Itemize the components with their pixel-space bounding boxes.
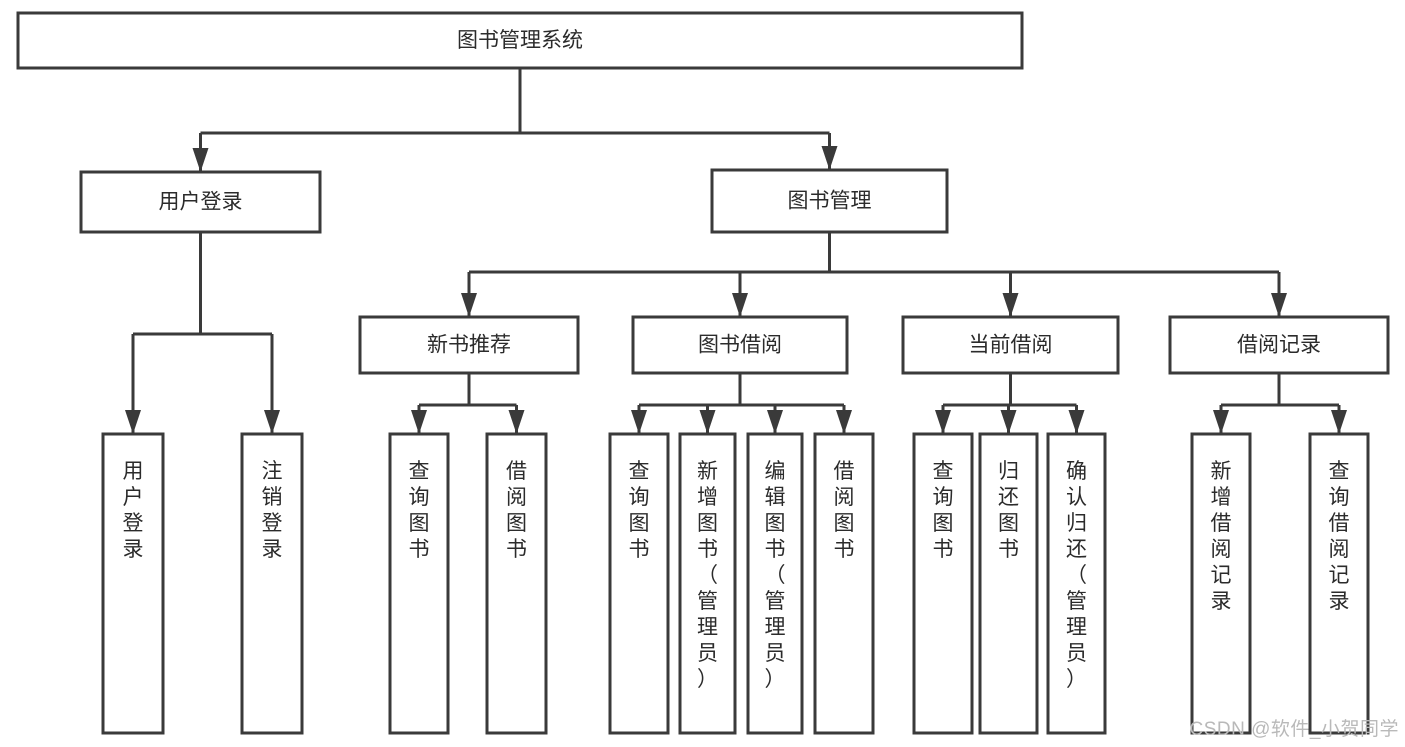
node-leaf-11-label: 新增借阅记录 xyxy=(1211,460,1232,613)
node-leaf-6-label: 编辑图书（管理员） xyxy=(765,460,786,691)
node-leaf-12-rect xyxy=(1308,432,1370,735)
arrow-head-icon xyxy=(508,410,525,434)
arrow-head-icon xyxy=(1002,293,1019,317)
node-leaf-2-label: 查询图书 xyxy=(409,460,430,561)
node-root-system-label: 图书管理系统 xyxy=(457,29,583,52)
arrow-head-icon xyxy=(821,146,838,170)
arrow-head-icon xyxy=(1068,410,1085,434)
arrow-head-icon xyxy=(1000,410,1017,434)
node-leaf-7-label: 借阅图书 xyxy=(834,460,855,561)
node-leaf-0-label: 用户登录 xyxy=(123,460,144,561)
node-layer: 图书管理系统用户登录图书管理新书推荐图书借阅当前借阅借阅记录用户登录注销登录查询… xyxy=(16,11,1390,735)
node-leaf-10-rect xyxy=(1046,432,1107,735)
node-leaf-1-label: 注销登录 xyxy=(262,460,283,561)
node-leaf-6-rect xyxy=(746,432,804,735)
node-leaf-3-label: 借阅图书 xyxy=(506,460,527,561)
node-level2-0-rect xyxy=(79,170,322,234)
arrow-head-icon xyxy=(1271,293,1287,317)
arrow-head-icon xyxy=(264,410,280,434)
node-level2-0[interactable]: 用户登录 xyxy=(79,170,322,234)
node-leaf-9-rect xyxy=(978,432,1039,735)
node-leaf-1[interactable]: 注销登录 xyxy=(240,432,304,735)
arrow-head-icon xyxy=(935,410,951,434)
node-leaf-3[interactable]: 借阅图书 xyxy=(485,432,548,735)
node-leaf-4-label: 查询图书 xyxy=(629,460,650,561)
node-leaf-6[interactable]: 编辑图书（管理员） xyxy=(746,432,804,735)
node-leaf-4-rect xyxy=(608,432,670,735)
arrow-head-icon xyxy=(192,148,209,172)
node-level2-0-label: 用户登录 xyxy=(159,191,243,214)
node-leaf-5[interactable]: 新增图书（管理员） xyxy=(678,432,737,735)
node-level2-1-rect xyxy=(710,168,949,234)
node-root-system-rect xyxy=(16,11,1024,70)
node-leaf-9[interactable]: 归还图书 xyxy=(978,432,1039,735)
arrow-head-icon xyxy=(767,410,783,434)
node-level3-0[interactable]: 新书推荐 xyxy=(358,315,580,375)
node-level2-1[interactable]: 图书管理 xyxy=(710,168,949,234)
node-leaf-0-rect xyxy=(101,432,165,735)
node-leaf-2-rect xyxy=(388,432,450,735)
node-level3-3-rect xyxy=(1168,315,1390,375)
node-level3-3[interactable]: 借阅记录 xyxy=(1168,315,1390,375)
node-level3-1-label: 图书借阅 xyxy=(698,334,782,357)
node-leaf-5-rect xyxy=(678,432,737,735)
node-leaf-10-label: 确认归还（管理员） xyxy=(1066,460,1087,691)
node-leaf-7[interactable]: 借阅图书 xyxy=(813,432,875,735)
node-leaf-11-rect xyxy=(1190,432,1252,735)
node-leaf-12[interactable]: 查询借阅记录 xyxy=(1308,432,1370,735)
node-leaf-11[interactable]: 新增借阅记录 xyxy=(1190,432,1252,735)
arrow-head-icon xyxy=(1213,410,1229,434)
node-leaf-3-rect xyxy=(485,432,548,735)
arrow-head-icon xyxy=(631,410,647,434)
node-leaf-4[interactable]: 查询图书 xyxy=(608,432,670,735)
node-leaf-9-label: 归还图书 xyxy=(998,460,1019,561)
node-leaf-7-rect xyxy=(813,432,875,735)
arrow-head-icon xyxy=(1331,410,1347,434)
node-level3-1-rect xyxy=(631,315,849,375)
node-level3-0-label: 新书推荐 xyxy=(427,334,511,357)
arrow-head-icon xyxy=(699,410,716,434)
node-level2-1-label: 图书管理 xyxy=(788,190,872,213)
node-leaf-5-label: 新增图书（管理员） xyxy=(697,460,718,691)
node-level3-2[interactable]: 当前借阅 xyxy=(901,315,1120,375)
arrow-head-icon xyxy=(461,293,477,317)
node-leaf-2[interactable]: 查询图书 xyxy=(388,432,450,735)
node-level3-2-rect xyxy=(901,315,1120,375)
node-level3-2-label: 当前借阅 xyxy=(969,334,1053,357)
node-leaf-10[interactable]: 确认归还（管理员） xyxy=(1046,432,1107,735)
arrow-head-icon xyxy=(836,410,852,434)
arrow-head-icon xyxy=(125,410,141,434)
node-level3-3-label: 借阅记录 xyxy=(1237,334,1321,357)
node-leaf-8-label: 查询图书 xyxy=(933,460,954,561)
node-leaf-0[interactable]: 用户登录 xyxy=(101,432,165,735)
node-leaf-8-rect xyxy=(912,432,974,735)
connector-layer xyxy=(125,68,1347,434)
node-leaf-1-rect xyxy=(240,432,304,735)
node-root-system[interactable]: 图书管理系统 xyxy=(16,11,1024,70)
node-level3-1[interactable]: 图书借阅 xyxy=(631,315,849,375)
arrow-head-icon xyxy=(411,410,427,434)
arrow-head-icon xyxy=(732,293,748,317)
node-leaf-12-label: 查询借阅记录 xyxy=(1329,460,1350,613)
node-level3-0-rect xyxy=(358,315,580,375)
node-leaf-8[interactable]: 查询图书 xyxy=(912,432,974,735)
